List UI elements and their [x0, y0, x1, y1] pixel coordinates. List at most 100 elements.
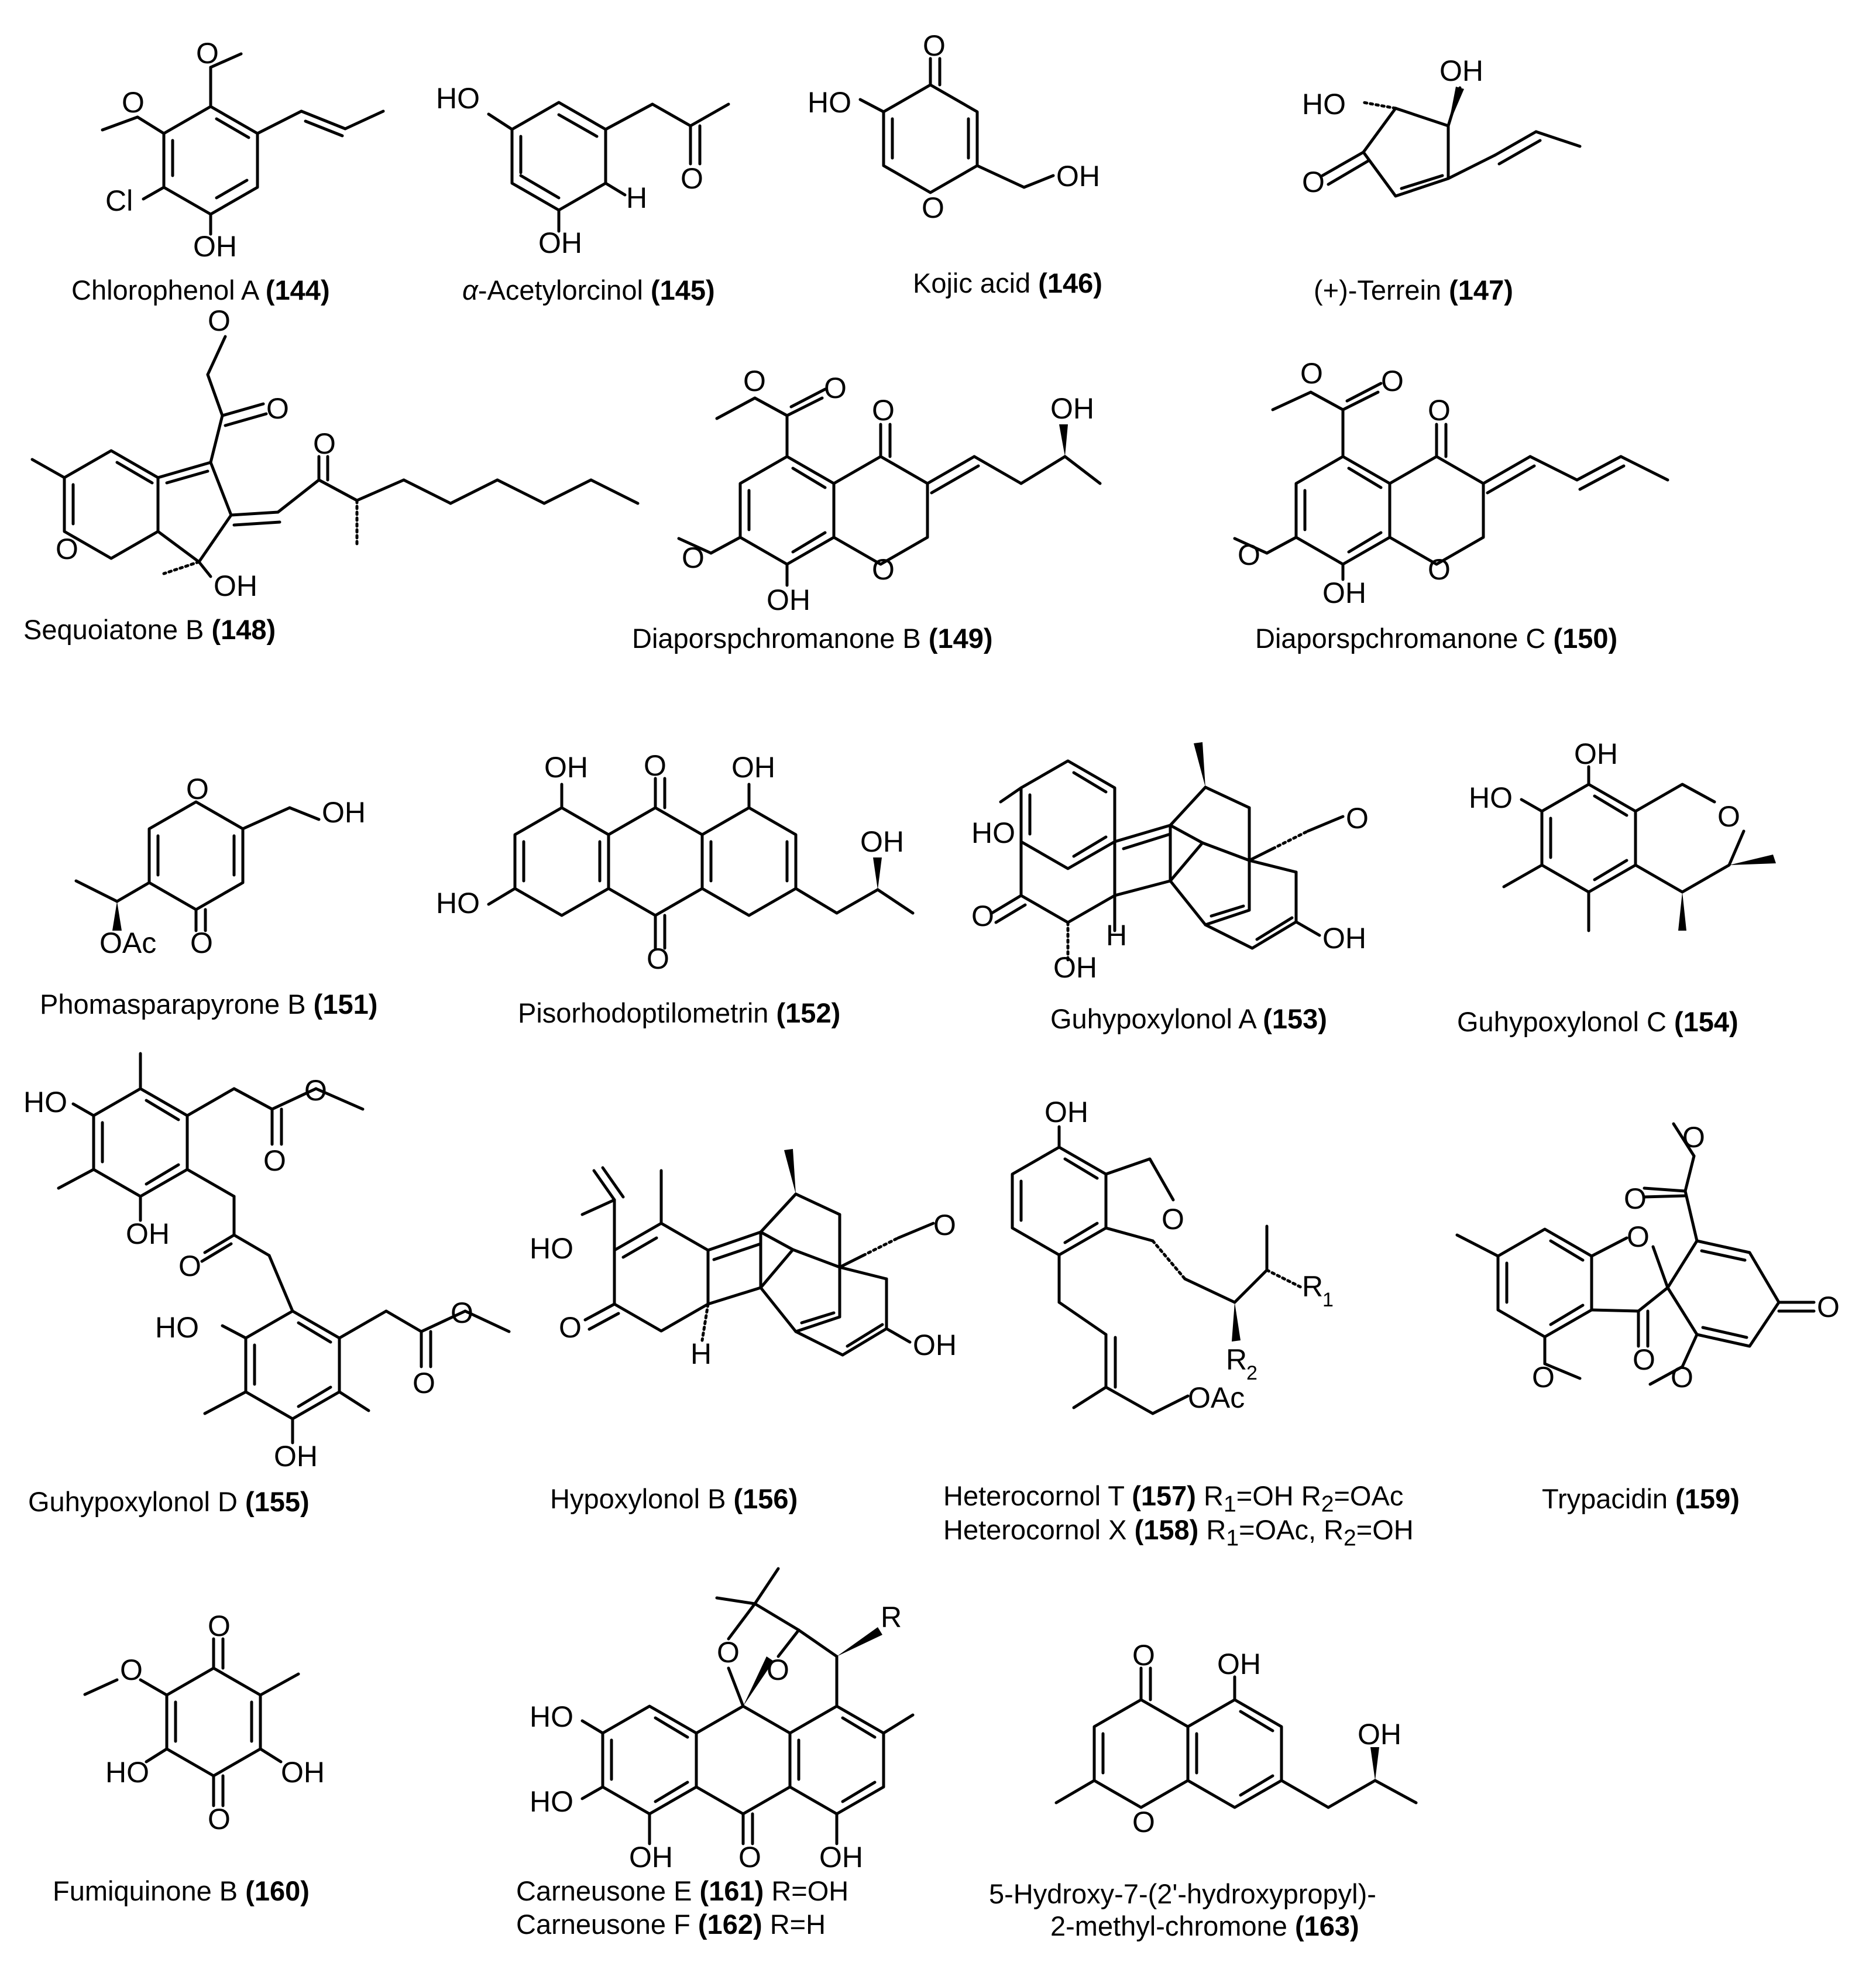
caption-151: Phomasparapyrone B (151) — [40, 989, 377, 1020]
compound-number: (163) — [1294, 1910, 1359, 1941]
compound-name: Guhypoxylonol A — [1050, 1003, 1256, 1034]
caption-144: Chlorophenol A (144) — [71, 275, 330, 306]
rgroup-suffix: R=OH — [771, 1875, 849, 1906]
atom-label: OH — [1053, 951, 1097, 984]
atom-label: O — [738, 1841, 761, 1874]
atom-label: O — [717, 1636, 740, 1669]
compound-name: -Acetylorcinol — [477, 275, 643, 306]
atom-label: HO — [155, 1311, 199, 1344]
atom-label: OH — [274, 1440, 318, 1473]
atom-label: O — [120, 1653, 143, 1686]
compound-number: (145) — [650, 275, 715, 306]
atom-label: O — [266, 392, 289, 425]
caption-159: Trypacidin (159) — [1542, 1483, 1740, 1515]
atom-label: O — [743, 365, 766, 397]
atom-label: O — [196, 37, 219, 70]
compound-number: (156) — [733, 1483, 798, 1514]
compound-name: 2-methyl-chromone — [1050, 1910, 1287, 1941]
caption-161: Carneusone E (161) R=OH — [516, 1875, 849, 1907]
atom-label: HO — [530, 1232, 573, 1265]
alpha-prefix: α — [462, 275, 478, 306]
compound-name: Kojic acid — [913, 267, 1031, 299]
compound-number: (158) — [1134, 1514, 1199, 1545]
atom-label: OAc — [1188, 1381, 1245, 1414]
rgroup-equation: =OAc, R — [1239, 1514, 1344, 1545]
compound-name: Heterocornol T — [943, 1480, 1125, 1511]
atom-label: OH — [629, 1841, 673, 1874]
compound-number: (152) — [776, 997, 841, 1028]
caption-163-line2: 2-methyl-chromone (163) — [1050, 1910, 1359, 1942]
atom-label: O — [647, 942, 669, 975]
atom-label: O — [1346, 802, 1369, 835]
caption-150: Diaporspchromanone C (150) — [1255, 623, 1617, 654]
atom-label: O — [872, 553, 895, 586]
atom-label: OH — [281, 1756, 325, 1789]
compound-name: Guhypoxylonol C — [1457, 1006, 1667, 1037]
atom-label: OH — [1358, 1718, 1401, 1751]
compound-number: (155) — [245, 1486, 310, 1517]
atom-label: R — [1302, 1270, 1323, 1303]
atom-label: OH — [731, 751, 775, 784]
atom-label: OH — [322, 796, 366, 829]
compound-name: Heterocornol X — [943, 1514, 1127, 1545]
atom-label: O — [413, 1367, 435, 1399]
atom-label: R — [881, 1601, 902, 1634]
caption-148: Sequoiatone B (148) — [23, 614, 276, 646]
atom-label: O — [208, 304, 231, 337]
atom-label: HO — [1302, 88, 1346, 121]
atom-label: O — [682, 541, 705, 574]
compound-number: (150) — [1553, 623, 1618, 654]
atom-label: O — [1633, 1343, 1655, 1376]
compound-name: (+)-Terrein — [1314, 275, 1442, 306]
atom-label: 1 — [1322, 1289, 1334, 1311]
compound-name: Diaporspchromanone B — [632, 623, 921, 654]
compound-name: Trypacidin — [1542, 1483, 1668, 1514]
atom-label: O — [559, 1311, 582, 1344]
caption-158: Heterocornol X (158) R1=OAc, R2=OH — [943, 1514, 1414, 1551]
atom-label: HO — [23, 1086, 67, 1119]
rgroup-equation: =OAc — [1334, 1480, 1404, 1511]
atom-label: OH — [1574, 737, 1618, 770]
atom-label: OH — [860, 825, 904, 858]
atom-label: OH — [1439, 54, 1483, 87]
atom-label: O — [824, 372, 847, 404]
atom-label: O — [922, 191, 944, 224]
atom-label: R — [1226, 1343, 1247, 1376]
atom-label: O — [313, 427, 336, 460]
compound-number: (144) — [265, 275, 330, 306]
compound-name: Carneusone F — [516, 1909, 690, 1940]
atom-label: OH — [913, 1329, 957, 1361]
subscript: 1 — [1223, 1491, 1236, 1517]
atom-label: HO — [530, 1785, 573, 1818]
compound-number: (151) — [313, 989, 378, 1020]
atom-label: O — [1302, 166, 1325, 198]
compound-name: Diaporspchromanone C — [1255, 623, 1546, 654]
caption-163-line1: 5-Hydroxy-7-(2'-hydroxypropyl)- — [989, 1878, 1376, 1910]
atom-label: HO — [971, 817, 1015, 849]
atom-label: H — [1106, 919, 1127, 952]
compound-number: (157) — [1132, 1480, 1196, 1511]
rgroup-label: R — [1204, 1480, 1224, 1511]
subscript: 2 — [1321, 1491, 1334, 1517]
atom-label: O — [971, 900, 994, 932]
atom-label: OH — [1322, 922, 1366, 955]
atom-label: O — [1532, 1361, 1555, 1394]
atom-label: O — [208, 1803, 231, 1836]
compound-number: (149) — [928, 623, 993, 654]
atom-label: O — [1132, 1806, 1155, 1838]
atom-label: O — [644, 749, 666, 782]
compound-name: Pisorhodoptilometrin — [518, 997, 769, 1028]
atom-label: OH — [1322, 577, 1366, 609]
atom-label: OH — [126, 1217, 170, 1250]
